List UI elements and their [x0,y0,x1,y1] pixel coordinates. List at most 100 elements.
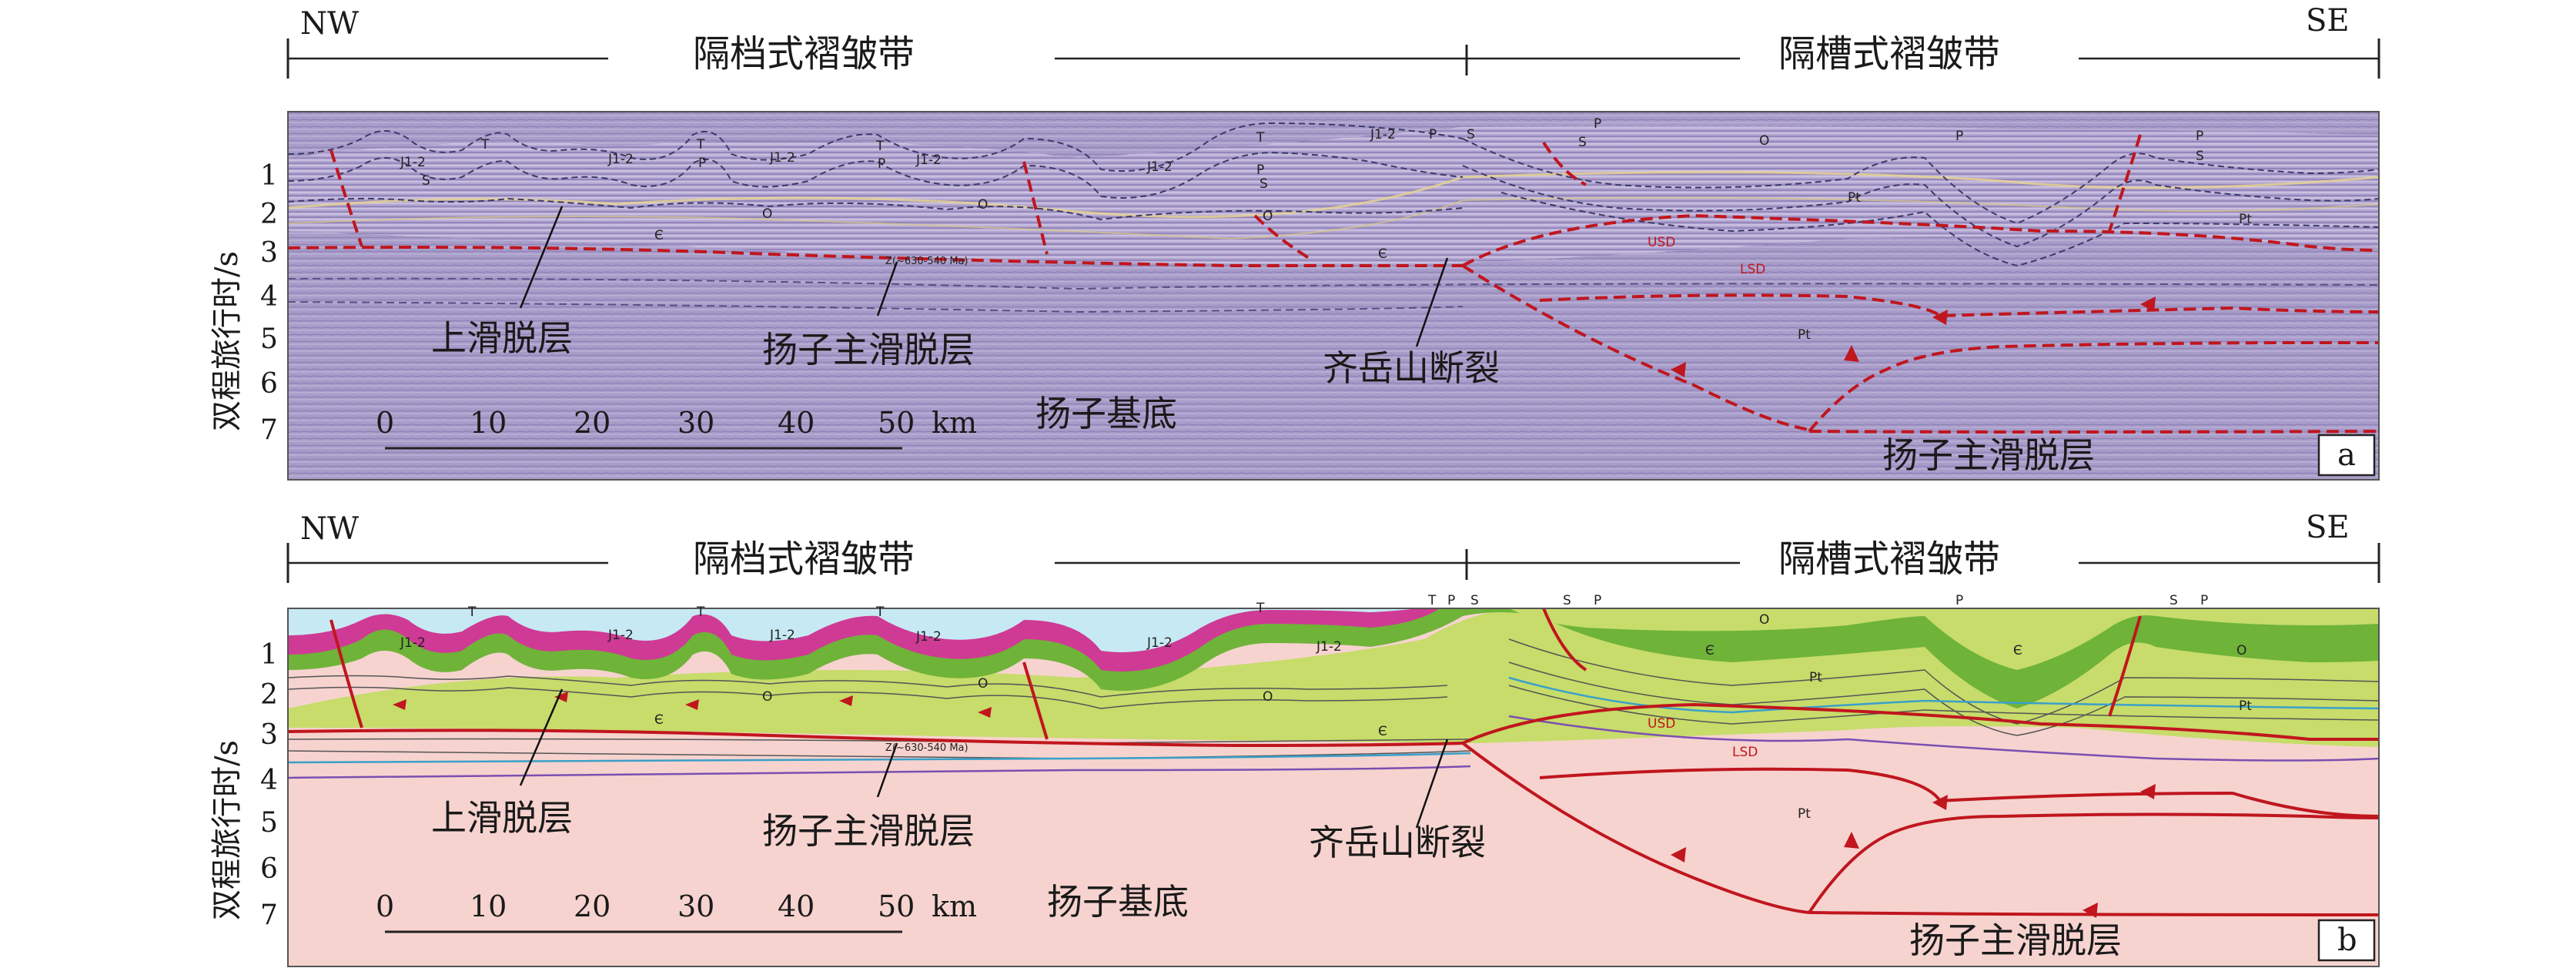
callout-upper-detachment-a: 上滑脱层 [431,317,573,359]
ytick-5-b: 5 [260,807,278,839]
strat-o-b4: O [978,676,988,692]
strat-s-a1: S [422,173,430,189]
ytick-2-a: 2 [260,199,278,230]
strat-s-a6: S [1467,127,1475,142]
scale-tick-30-b: 30 [677,889,714,923]
callout-main-detachment-b: 扬子主滑脱层 [762,810,975,852]
strat-p-a6: P [1429,127,1437,142]
strat-j12-b3: J1-2 [769,628,795,643]
strat-j12-b5: J1-2 [1146,635,1173,651]
callout-basement-b: 扬子基底 [1047,881,1189,923]
panel-b-interpretation: NW SE 隔档式褶皱带 隔槽式褶皱带 [209,510,2380,967]
direction-nw-a: NW [300,6,359,42]
ytick-5-a: 5 [260,323,278,355]
strat-zage-a: Z(~630-540 Ma) [885,256,969,267]
scale-tick-0-a: 0 [376,406,394,440]
callouts-a: 上滑脱层 扬子主滑脱层 齐岳山断裂 扬子基底 扬子主滑脱层 [431,206,2095,476]
header-a: NW SE 隔档式褶皱带 隔槽式褶皱带 [286,3,2380,79]
strat-p-a2: P [698,156,706,171]
panel-label-a: a [2337,437,2356,473]
zone-right-b: 隔槽式褶皱带 [1778,538,2000,581]
strat-p-b9: P [2200,593,2208,608]
scale-unit-a: km [932,406,977,440]
scale-unit-b: km [932,889,977,923]
strat-pt-b9: Pt [2239,698,2252,714]
strat-j12-b2: J1-2 [607,628,634,643]
strat-s-b6: S [1470,593,1479,608]
ytick-6-b: 6 [260,853,278,885]
y-axis-title-b: 双程旅行时/s [209,740,245,920]
strat-o-a3: O [762,206,772,222]
strat-p-a9: P [2196,129,2203,144]
strat-cam-b8: Є [2013,643,2022,658]
callout-main-detachment-right-a: 扬子主滑脱层 [1882,434,2095,476]
strat-j12-a1: J1-2 [400,155,426,170]
strat-o-b3: O [762,689,772,705]
strat-lsd-a: LSD [1740,262,1765,277]
strat-j12-a2: J1-2 [607,152,634,167]
y-axis-a: 双程旅行时/s 1 2 3 4 5 6 7 [209,160,278,446]
strat-pt-b7: Pt [1809,670,1822,685]
ytick-2-b: 2 [260,679,278,711]
scale-tick-20-a: 20 [574,406,611,440]
strat-s-b7: S [1563,593,1571,608]
scale-tick-40-a: 40 [778,406,815,440]
strat-pt-a8: Pt [1848,190,1861,206]
ytick-7-a: 7 [260,414,278,446]
strat-pt-a9: Pt [2239,212,2252,227]
scale-bar-b: 0 10 20 30 40 50 km [376,889,977,933]
callout-basement-a: 扬子基底 [1035,393,1177,434]
zone-left-a: 隔档式褶皱带 [693,32,915,75]
callout-main-detachment-right-b: 扬子主滑脱层 [1909,919,2122,961]
direction-nw-b: NW [300,511,359,547]
ytick-1-a: 1 [260,160,278,192]
strat-t-b2: T [696,605,705,620]
strat-p-b8: P [1955,593,1963,608]
strat-pt-a10: Pt [1798,327,1811,343]
scale-tick-30-a: 30 [677,406,714,440]
strat-t-b5: T [1256,601,1265,616]
strat-j12-a5: J1-2 [1146,159,1173,175]
callout-upper-detachment-b: 上滑脱层 [431,797,573,839]
ytick-7-b: 7 [260,899,278,931]
scale-tick-40-b: 40 [778,889,815,923]
zone-right-a: 隔槽式褶皱带 [1778,32,2000,75]
strat-p-a8: P [1955,129,1963,144]
ytick-1-b: 1 [260,639,278,671]
strat-j12-a6: J1-2 [1370,127,1396,142]
strat-cam-a5: Є [1378,246,1387,262]
strat-p-b6: P [1447,593,1455,608]
callout-qiyueshan-fault-a: 齐岳山断裂 [1323,347,1500,389]
strat-cam-b5: Є [1378,724,1387,739]
header-b: NW SE 隔档式褶皱带 隔槽式褶皱带 [286,510,2380,583]
direction-se-a: SE [2306,3,2350,39]
strat-o-a4: O [978,197,988,213]
strat-pt-b10: Pt [1798,806,1811,822]
strat-t-a4: T [875,139,885,154]
ytick-6-a: 6 [260,368,278,400]
strat-t-a2: T [696,137,705,152]
callouts-b: 上滑脱层 扬子主滑脱层 齐岳山断裂 扬子基底 扬子主滑脱层 [431,688,2122,961]
strat-t-b4: T [875,605,885,620]
scale-tick-10-a: 10 [470,406,507,440]
ytick-3-a: 3 [260,237,278,269]
strat-o-b9: O [2236,643,2246,658]
ytick-4-a: 4 [260,281,278,313]
strat-p-b7: P [1594,593,1601,608]
ytick-4-b: 4 [260,765,278,796]
strat-j12-a4: J1-2 [915,152,942,168]
stratum-labels-b: J1-2 T J1-2 T J1-2 O Є T J1-2 O T J1-2 J… [400,593,2252,822]
y-axis-title-a: 双程旅行时/s [209,251,245,431]
strat-j12-b4: J1-2 [915,629,942,645]
strat-lsd-b: LSD [1732,745,1758,760]
strat-t-a1: T [480,137,490,152]
strat-usd-a: USD [1648,235,1675,250]
scale-tick-20-b: 20 [574,889,611,923]
callout-main-detachment-a: 扬子主滑脱层 [762,329,975,370]
strat-cam-b7: Є [1705,643,1715,658]
strat-t-a5: T [1256,130,1265,146]
strat-zage-b: Z(~630-540 Ma) [885,742,969,754]
strat-o-a5: O [1263,209,1273,224]
strat-j12-b1: J1-2 [400,635,426,651]
